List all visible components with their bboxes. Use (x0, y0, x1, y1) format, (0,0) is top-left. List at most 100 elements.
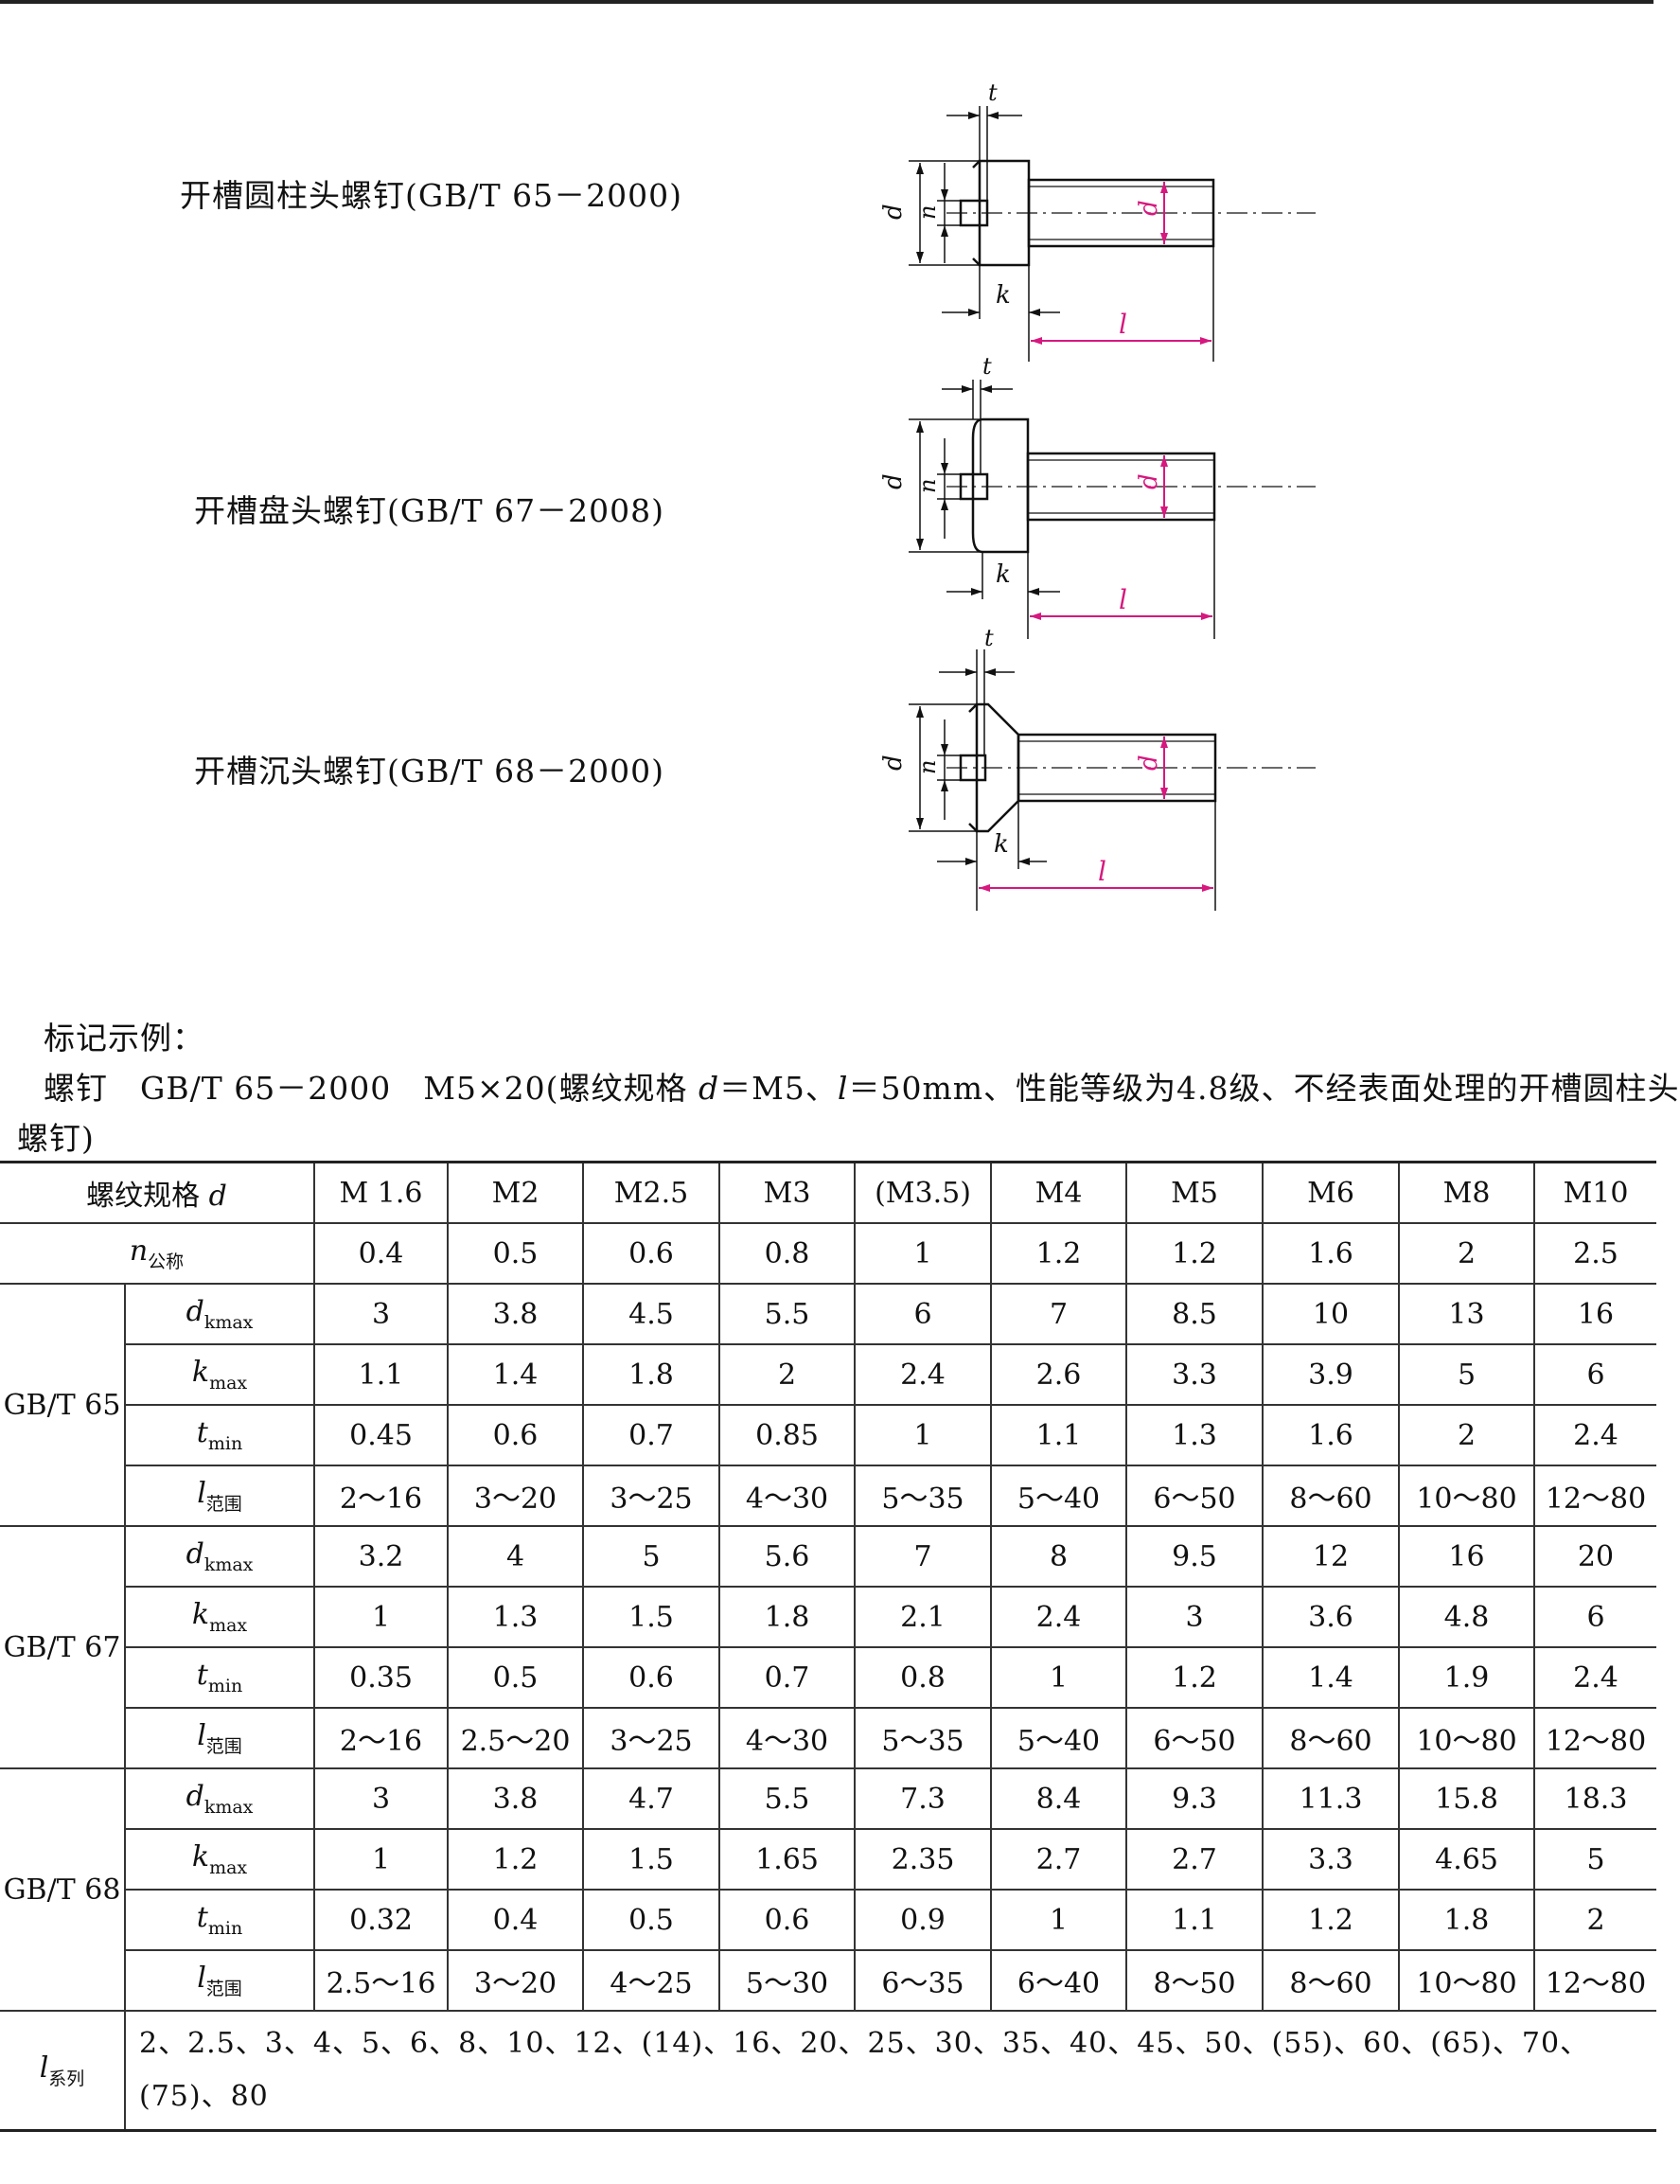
table-cell: 1.3 (1125, 1404, 1264, 1466)
table-cell: 6 (1533, 1586, 1657, 1648)
table-cell: 1.8 (1398, 1889, 1536, 1951)
note-line-1-a: 螺钉 GB/T 65－2000 M5×20(螺纹规格 (44, 1070, 699, 1107)
table-cell: 16 (1533, 1283, 1657, 1345)
symbol: k (191, 1598, 210, 1631)
symbol: d (186, 1295, 204, 1328)
row-label: dkmax (123, 1525, 316, 1588)
table-cell: 12～80 (1533, 1707, 1657, 1769)
table-cell: 2.7 (1125, 1828, 1264, 1891)
table-cell: 0.6 (582, 1222, 721, 1285)
svg-text:d: d (879, 473, 908, 489)
table-cell: 2.5 (1533, 1222, 1657, 1285)
svg-text:n: n (914, 205, 941, 220)
table-cell: 6 (854, 1283, 993, 1345)
table-cell: 4.65 (1398, 1828, 1536, 1891)
table-cell: 2.7 (990, 1828, 1128, 1891)
table-cell: 2.35 (854, 1828, 993, 1891)
table-cell: 1 (990, 1889, 1128, 1951)
table-cell: 2.5～16 (313, 1949, 450, 2012)
size-header-cell: M8 (1398, 1161, 1536, 1224)
table-cell: 9.3 (1125, 1767, 1264, 1830)
table-cell: 7.3 (854, 1767, 993, 1830)
symbol: d (186, 1537, 204, 1571)
table-cell: 1.2 (447, 1828, 585, 1891)
row-label: l范围 (125, 1949, 316, 2012)
note-line-1: 螺钉 GB/T 65－2000 M5×20(螺纹规格 d＝M5、l＝50mm、性… (44, 1063, 1680, 1109)
table-cell: 3 (1125, 1586, 1264, 1648)
row-label: l系列 (0, 2010, 126, 2132)
subscript: min (207, 1918, 243, 1939)
table-cell: 12～80 (1533, 1465, 1657, 1527)
table-cell: 2.5～20 (447, 1707, 585, 1769)
subscript: max (209, 1373, 248, 1394)
table-cell: 6～40 (990, 1949, 1128, 2012)
table-cell: 5～30 (718, 1949, 857, 2012)
symbol: k (191, 1356, 210, 1389)
svg-text:k: k (994, 830, 1009, 859)
table-cell: 1 (854, 1404, 993, 1466)
subscript: min (207, 1676, 243, 1696)
row-label: tmin (125, 1646, 316, 1709)
table-cell: 1 (313, 1586, 450, 1648)
table-cell: 6～50 (1125, 1465, 1264, 1527)
row-label: kmax (125, 1828, 316, 1891)
table-cell: 3.2 (313, 1525, 450, 1588)
table-cell: 5～35 (854, 1707, 993, 1769)
subscript: 系列 (48, 2068, 85, 2089)
l-series-values: 2、2.5、3、4、5、6、8、10、12、(14)、16、20、25、30、3… (123, 2010, 1657, 2132)
table-cell: 1.6 (1262, 1222, 1401, 1285)
table-cell: 0.35 (313, 1646, 450, 1709)
table-cell: 0.9 (854, 1889, 993, 1951)
table-cell: 5～40 (990, 1465, 1128, 1527)
table-cell: 0.5 (447, 1222, 585, 1285)
table-cell: 10～80 (1398, 1949, 1536, 2012)
row-label: l范围 (125, 1465, 316, 1527)
table-cell: 1.9 (1398, 1646, 1536, 1709)
table-cell: 1.6 (1262, 1404, 1401, 1466)
subscript: min (207, 1433, 243, 1454)
table-cell: 1.1 (313, 1343, 450, 1406)
table-cell: 7 (990, 1283, 1128, 1345)
table-cell: 2.4 (1533, 1646, 1657, 1709)
table-cell: 18.3 (1533, 1767, 1657, 1830)
table-cell: 5 (582, 1525, 721, 1588)
table-cell: 2 (1398, 1222, 1536, 1285)
table-cell: 8～60 (1262, 1707, 1401, 1769)
table-cell: 0.4 (447, 1889, 585, 1951)
table-cell: 1 (990, 1646, 1128, 1709)
table-cell: 3 (313, 1283, 450, 1345)
table-cell: 3.6 (1262, 1586, 1401, 1648)
svg-text:d: d (879, 755, 908, 771)
size-header-cell: M6 (1262, 1161, 1401, 1224)
countersunk-head-screw-diagram: t d n k d l (879, 625, 1316, 911)
note-line-1-l: l (837, 1070, 849, 1107)
table-cell: 12 (1262, 1525, 1401, 1588)
table-cell: 0.7 (582, 1404, 721, 1466)
table-cell: 1.2 (990, 1222, 1128, 1285)
symbol: l (197, 1718, 206, 1752)
table-cell: 1.1 (1125, 1889, 1264, 1951)
table-cell: 5～35 (854, 1465, 993, 1527)
svg-text:k: k (996, 560, 1011, 589)
standard-group-label: GB/T 65 (0, 1283, 126, 1527)
table-cell: 4～25 (582, 1949, 721, 2012)
symbol: l (39, 2051, 49, 2085)
table-cell: 5 (1398, 1343, 1536, 1406)
table-cell: 0.32 (313, 1889, 450, 1951)
table-cell: 1.2 (1262, 1889, 1401, 1951)
table-cell: 4.5 (582, 1283, 721, 1345)
row-label: kmax (125, 1586, 316, 1648)
table-cell: 1.2 (1125, 1222, 1264, 1285)
svg-text:l: l (1119, 584, 1127, 615)
note-line-2: 螺钉) (17, 1120, 95, 1157)
size-header-cell: M2 (447, 1161, 585, 1224)
table-cell: 1.4 (1262, 1646, 1401, 1709)
symbol: t (196, 1901, 208, 1934)
table-cell: 13 (1398, 1283, 1536, 1345)
svg-text:d: d (1135, 473, 1163, 489)
table-cell: 6 (1533, 1343, 1657, 1406)
